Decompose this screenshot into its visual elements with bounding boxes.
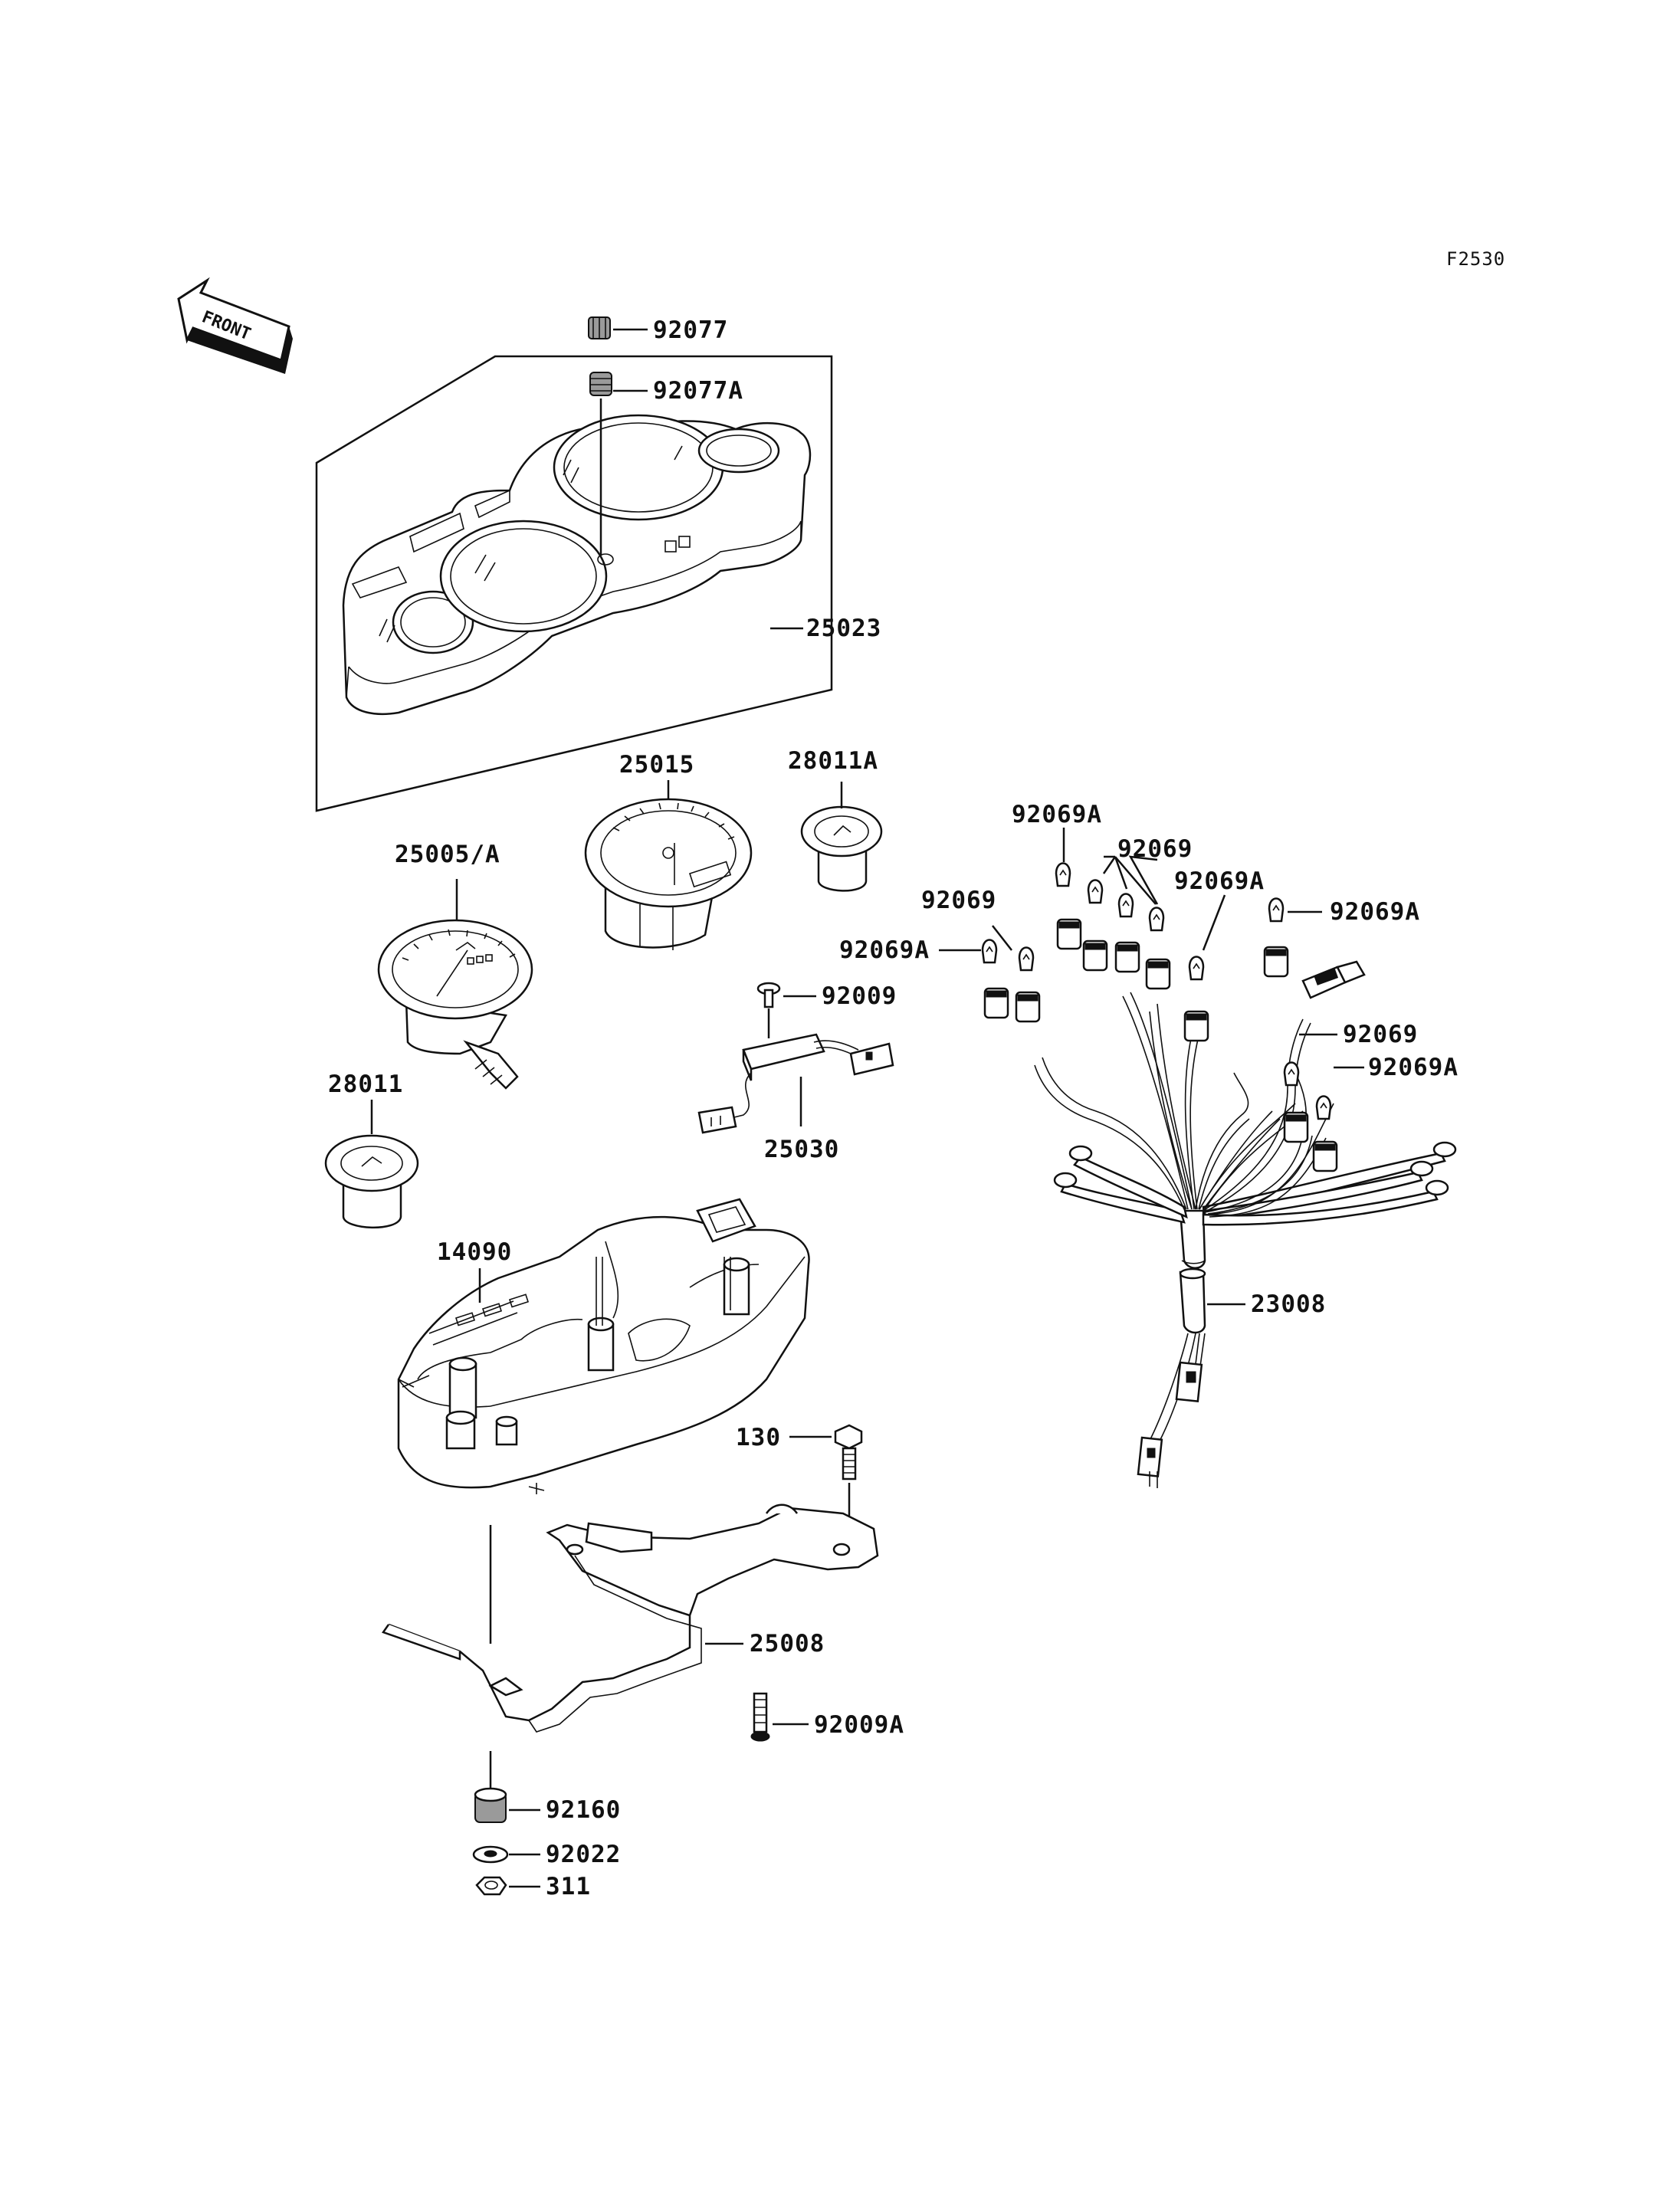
bolt-130: [789, 1424, 863, 1525]
callout-130: 130: [736, 1424, 781, 1451]
front-arrow-icon: FRONT: [177, 277, 293, 374]
bulb-cup-28011: [324, 1100, 419, 1229]
callout-92077: 92077: [653, 316, 728, 344]
callout-25015: 25015: [619, 751, 694, 779]
callout-92009: 92009: [822, 982, 897, 1010]
meter-cover-box: [315, 355, 833, 812]
callout-311: 311: [546, 1873, 591, 1900]
callout-25005a: 25005/A: [395, 841, 500, 868]
callout-92069-right: 92069: [1343, 1021, 1418, 1048]
callout-92069-left: 92069: [921, 887, 996, 914]
grommet-92160: [474, 1751, 540, 1823]
tachometer-25015: [584, 780, 753, 950]
callout-28011a: 28011A: [788, 747, 878, 775]
callout-25030: 25030: [764, 1136, 839, 1163]
callout-14090: 14090: [437, 1238, 512, 1266]
figure-code: F2530: [1446, 248, 1505, 270]
washer-92022: [472, 1845, 540, 1864]
screw-92009: [756, 982, 816, 1038]
callout-92069a-right: 92069A: [1330, 898, 1420, 926]
callout-92069-top: 92069: [1117, 835, 1193, 863]
callout-92077a: 92077A: [653, 377, 743, 405]
callout-23008: 23008: [1251, 1290, 1326, 1318]
meter-case-14090: [397, 1198, 810, 1494]
callout-25023: 25023: [806, 615, 881, 642]
circuit-unit-25030: [697, 1033, 894, 1134]
wire-harness-23008: [939, 828, 1457, 1488]
callout-92069a-left: 92069A: [839, 936, 930, 964]
callout-92069a-low: 92069A: [1368, 1054, 1459, 1081]
knob-92077a: [589, 372, 648, 556]
callout-labels: 92077 92077A 25023 25015 28011A 25005/A …: [328, 316, 1459, 1900]
callout-92022: 92022: [546, 1841, 621, 1868]
callout-92069a-mid: 92069A: [1174, 867, 1265, 895]
nut-311: [475, 1876, 540, 1896]
bracket-25008: [382, 1503, 879, 1733]
screw-92009a: [750, 1692, 809, 1742]
callout-92009a: 92009A: [814, 1711, 904, 1739]
callout-92069a-top: 92069A: [1012, 801, 1102, 828]
callout-25008: 25008: [750, 1630, 825, 1658]
speedometer-25005a: [377, 879, 533, 1090]
bulb-cup-28011a: [800, 782, 883, 892]
callout-28011: 28011: [328, 1071, 403, 1098]
callout-92160: 92160: [546, 1796, 621, 1824]
knob-92077: [588, 316, 648, 339]
